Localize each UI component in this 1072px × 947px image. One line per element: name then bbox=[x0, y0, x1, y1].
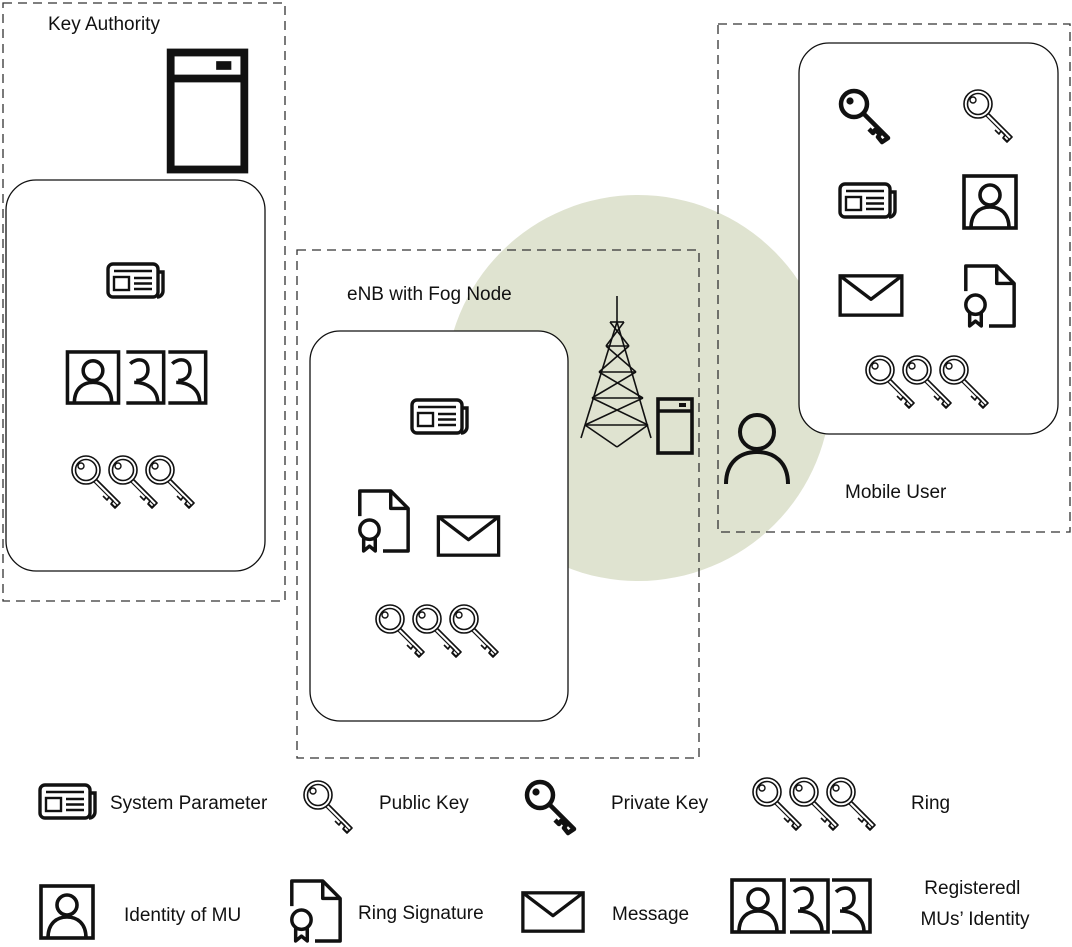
mobile-user-title: Mobile User bbox=[845, 482, 947, 503]
legend-ring-icon bbox=[753, 778, 875, 830]
tower-icon bbox=[580, 296, 652, 448]
key-authority-card bbox=[5, 179, 266, 572]
key-authority-zone bbox=[2, 2, 286, 602]
legend-private-key-label: Private Key bbox=[611, 793, 709, 814]
legend-registered-identity-icon bbox=[730, 878, 872, 934]
legend-message-icon bbox=[521, 891, 585, 933]
legend-private-key-icon bbox=[527, 782, 574, 833]
legend-system-parameter-label: System Parameter bbox=[110, 793, 268, 814]
enb-title: eNB with Fog Node bbox=[347, 284, 512, 305]
legend-registered-line2: MUs’ Identity bbox=[920, 909, 1030, 930]
key-authority-title: Key Authority bbox=[48, 14, 160, 35]
mobile-user-zone bbox=[717, 23, 1071, 533]
enb-zone bbox=[296, 249, 700, 759]
legend-system-parameter-icon bbox=[38, 783, 97, 820]
legend-registered-label: Registeredl MUs’ Identity bbox=[920, 878, 1030, 930]
legend-ring-label: Ring bbox=[911, 793, 950, 814]
legend-identity-label: Identity of MU bbox=[124, 905, 241, 926]
legend-identity-icon bbox=[39, 884, 95, 940]
legend-ring-signature-icon bbox=[290, 879, 342, 943]
legend-public-key-label: Public Key bbox=[379, 793, 469, 814]
server-icon bbox=[171, 53, 245, 170]
legend: System Parameter Public Key Private Key … bbox=[38, 778, 1030, 943]
legend-message-label: Message bbox=[612, 904, 689, 925]
legend-registered-line1: Registeredl bbox=[924, 878, 1020, 899]
legend-public-key-icon bbox=[303, 780, 353, 834]
legend-ring-signature-label: Ring Signature bbox=[358, 903, 484, 924]
mobile-user-card bbox=[798, 42, 1059, 435]
